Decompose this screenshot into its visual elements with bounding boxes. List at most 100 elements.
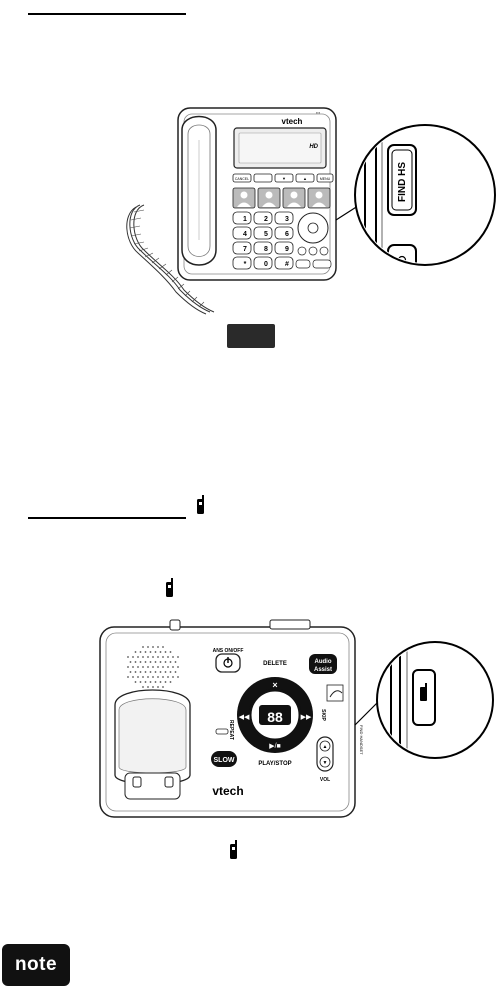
svg-text:PLAY/STOP: PLAY/STOP <box>258 761 291 767</box>
speaker-hole <box>144 681 147 683</box>
svg-text:3: 3 <box>285 216 289 223</box>
speaker-hole <box>169 651 172 653</box>
svg-text:5: 5 <box>264 231 268 238</box>
svg-text:Audio: Audio <box>315 659 332 665</box>
svg-text:*: * <box>244 261 247 268</box>
speaker-hole <box>167 676 169 678</box>
speaker-hole <box>129 661 132 663</box>
speaker-hole <box>167 666 169 668</box>
svg-text:DELETE: DELETE <box>263 661 287 667</box>
speaker-hole <box>172 676 174 678</box>
phone-brand: vtech <box>282 117 303 126</box>
svg-text:MENU: MENU <box>320 177 331 181</box>
svg-text:▼: ▼ <box>282 176 286 181</box>
speaker-hole <box>147 686 149 688</box>
svg-text:▲: ▲ <box>323 744 328 750</box>
note-badge: note <box>2 944 70 986</box>
svg-text:1: 1 <box>243 216 247 223</box>
speaker-hole <box>172 666 174 668</box>
handset-icon <box>197 495 204 514</box>
speaker-hole <box>132 666 134 668</box>
speaker-hole <box>159 671 162 673</box>
speaker-hole <box>142 676 144 678</box>
speaker-hole <box>149 671 152 673</box>
speaker-hole <box>154 651 157 653</box>
svg-text:88: 88 <box>267 709 283 725</box>
svg-text:▼: ▼ <box>323 760 328 766</box>
speaker-hole <box>132 676 134 678</box>
speaker-hole <box>134 661 137 663</box>
coiled-cord <box>126 204 215 315</box>
svg-text:SLOW: SLOW <box>214 757 235 764</box>
speaker-hole <box>144 671 147 673</box>
svg-text:8: 8 <box>264 246 268 253</box>
speaker-hole <box>142 666 144 668</box>
find-hs-callout: FIND HS <box>354 124 496 266</box>
speaker-hole <box>159 651 162 653</box>
svg-text:9: 9 <box>285 246 289 253</box>
playback-wheel: 88 × ◀◀ ▶▶ ▶/■ <box>237 677 313 753</box>
speaker-hole <box>134 651 137 653</box>
speaker-hole <box>172 656 174 658</box>
speaker-hole <box>162 666 164 668</box>
handset-icon <box>230 840 237 859</box>
speaker-hole <box>142 686 144 688</box>
svg-text:4: 4 <box>243 231 247 238</box>
svg-text:▶▶: ▶▶ <box>301 714 312 721</box>
svg-text:2: 2 <box>264 216 268 223</box>
speaker-hole <box>157 646 159 648</box>
speaker-hole <box>149 661 152 663</box>
speaker-hole <box>174 671 177 673</box>
nav-wheel <box>295 212 332 269</box>
speaker-hole <box>157 686 159 688</box>
speaker-hole <box>154 671 157 673</box>
speaker-hole <box>159 681 162 683</box>
speaker-hole <box>147 666 149 668</box>
speaker-hole <box>137 666 139 668</box>
section-rule-middle <box>28 517 186 519</box>
speaker-hole <box>129 671 132 673</box>
speaker-hole <box>157 656 159 658</box>
audio-assist-button <box>309 654 337 674</box>
speaker-hole <box>139 651 142 653</box>
svg-text:VOL: VOL <box>320 777 330 783</box>
speaker-hole <box>127 656 129 658</box>
speaker-hole <box>152 686 154 688</box>
speaker-hole <box>152 666 154 668</box>
svg-text:vtech: vtech <box>212 784 243 798</box>
speaker-hole <box>157 666 159 668</box>
svg-text:#: # <box>285 261 289 268</box>
speaker-hole <box>144 661 147 663</box>
speaker-hole <box>164 681 167 683</box>
speaker-hole <box>162 646 164 648</box>
speaker-hole <box>177 676 179 678</box>
speaker-hole <box>162 656 164 658</box>
answering-base-illustration: ANS ON/OFF Audio Assist DELETE 88 × ◀◀ ▶… <box>99 619 494 818</box>
svg-text:▶/■: ▶/■ <box>269 743 281 750</box>
speaker-hole <box>134 681 137 683</box>
svg-text:×: × <box>272 680 277 690</box>
svg-text:ANS ON/OFF: ANS ON/OFF <box>213 648 244 654</box>
speaker-hole <box>164 651 167 653</box>
speaker-hole <box>169 671 172 673</box>
speaker-hole <box>169 661 172 663</box>
svg-text:HD: HD <box>309 144 318 150</box>
speaker-hole <box>159 661 162 663</box>
speaker-hole <box>164 671 167 673</box>
svg-text:REPEAT: REPEAT <box>228 720 234 740</box>
speaker-hole <box>177 666 179 668</box>
speaker-hole <box>147 646 149 648</box>
image-tag <box>227 324 275 348</box>
speaker-hole <box>154 661 157 663</box>
handset-icon <box>166 578 173 597</box>
speaker-hole <box>134 671 137 673</box>
speaker-hole <box>139 671 142 673</box>
speaker-hole <box>142 646 144 648</box>
speaker-hole <box>152 646 154 648</box>
speaker-hole <box>177 656 179 658</box>
speaker-hole <box>154 681 157 683</box>
speaker-hole <box>162 686 164 688</box>
speaker-hole <box>147 676 149 678</box>
speaker-hole <box>139 661 142 663</box>
speaker-hole <box>149 681 152 683</box>
